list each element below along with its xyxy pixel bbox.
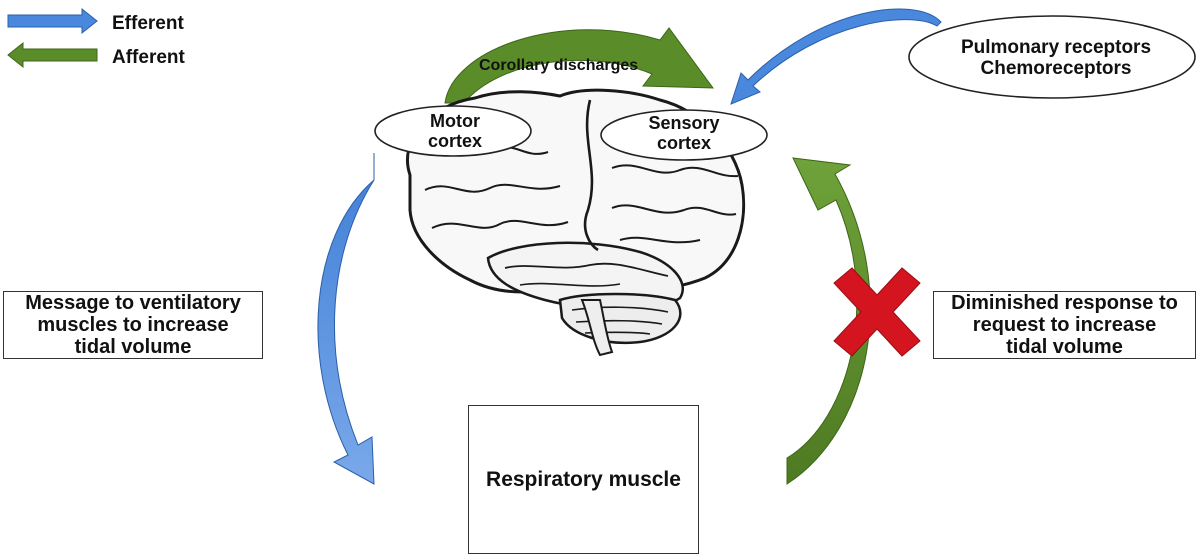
- corollary-discharges-arrow-icon: [444, 27, 715, 104]
- diminished-response-box: Diminished response to request to increa…: [933, 291, 1196, 359]
- motor-cortex-label-line-1: Motor: [430, 111, 480, 131]
- receptors-label-line-2: Chemoreceptors: [981, 58, 1132, 79]
- sensory-cortex-label-line-1: Sensory: [648, 113, 719, 133]
- diminished-response-line-1: Diminished response to: [951, 292, 1178, 314]
- efferent-message-line-1: Message to ventilatory: [25, 292, 241, 314]
- receptor-afferent-arrow-icon: [730, 8, 942, 105]
- legend: Efferent Afferent: [7, 7, 186, 69]
- efferent-legend-arrow-icon: [7, 7, 98, 35]
- diminished-response-line-2: request to increase: [972, 314, 1157, 336]
- corollary-discharges-label: Corollary discharges: [479, 57, 638, 74]
- sensory-cortex-node: [600, 109, 768, 161]
- afferent-legend-label: Afferent: [112, 47, 186, 68]
- cross-icon: [833, 267, 921, 357]
- afferent-legend-arrow-icon: [7, 41, 98, 69]
- efferent-descending-arrow-icon: [317, 153, 375, 485]
- efferent-message-line-3: tidal volume: [74, 336, 192, 358]
- sensory-cortex-label-line-2: cortex: [657, 133, 711, 153]
- efferent-message-line-2: muscles to increase: [37, 314, 229, 336]
- respiratory-muscle-box: Respiratory muscle: [468, 405, 699, 554]
- motor-cortex-label-line-2: cortex: [428, 131, 482, 151]
- afferent-ascending-arrow-icon: [786, 157, 871, 485]
- receptors-label-line-1: Pulmonary receptors: [961, 37, 1151, 58]
- efferent-message-box: Message to ventilatory muscles to increa…: [3, 291, 263, 359]
- respiratory-muscle-label: Respiratory muscle: [486, 467, 681, 491]
- diminished-response-line-3: tidal volume: [1006, 336, 1123, 358]
- efferent-legend-label: Efferent: [112, 13, 184, 34]
- motor-cortex-node: [374, 105, 532, 157]
- receptors-node: [908, 15, 1196, 99]
